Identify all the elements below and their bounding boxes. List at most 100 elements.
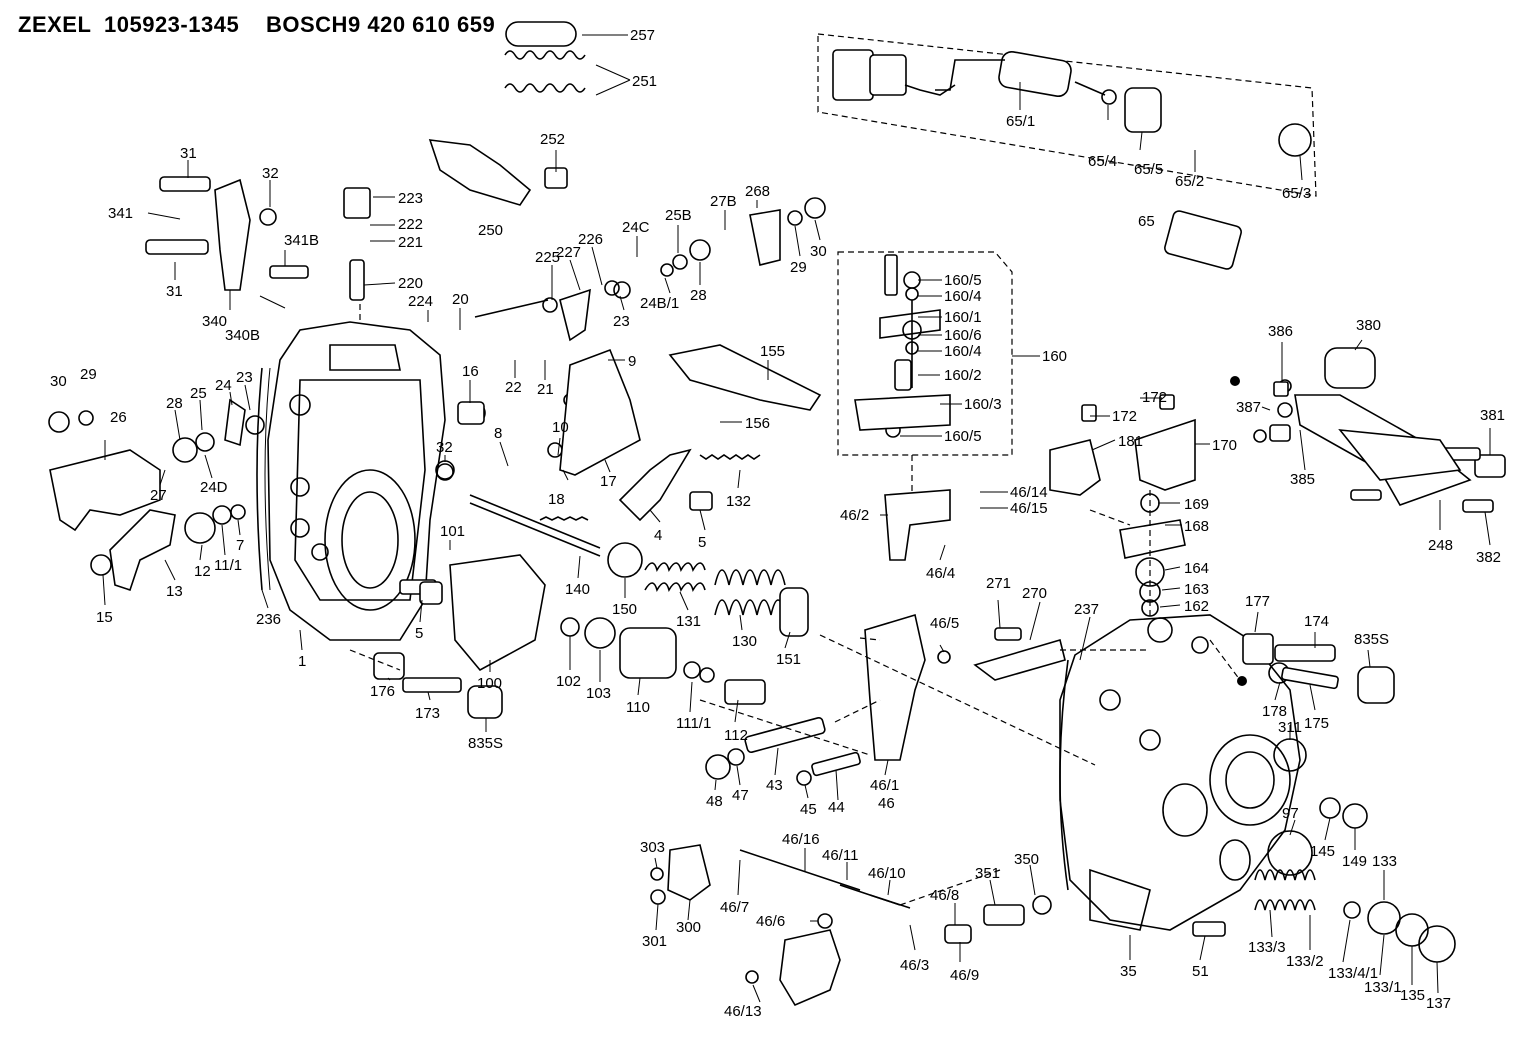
label-177: 177 [1245, 593, 1270, 610]
label-145: 145 [1310, 843, 1335, 860]
label-51: 51 [1192, 963, 1209, 980]
label-135: 135 [1400, 987, 1425, 1004]
label-131: 131 [676, 613, 701, 630]
label-46-15: 46/15 [1010, 500, 1048, 517]
label-248: 248 [1428, 537, 1453, 554]
label-7: 7 [236, 537, 244, 554]
label-65-1: 65/1 [1006, 113, 1035, 130]
label-46-6: 46/6 [756, 913, 785, 930]
label-111-1: 111/1 [676, 715, 711, 732]
label-1: 1 [298, 653, 306, 670]
label-8: 8 [494, 425, 502, 442]
label-25b: 25B [665, 207, 692, 224]
label-23: 23 [613, 313, 630, 330]
label-341b: 341B [284, 232, 319, 249]
label-132: 132 [726, 493, 751, 510]
label-227: 227 [556, 244, 581, 261]
label-226: 226 [578, 231, 603, 248]
spring-251 [504, 50, 586, 93]
label-133-1: 133/1 [1364, 979, 1402, 996]
leader-lines [102, 34, 1491, 1003]
label-300: 300 [676, 919, 701, 936]
label-385: 385 [1290, 471, 1315, 488]
label-133: 133 [1372, 853, 1397, 870]
label-31: 31 [180, 145, 197, 162]
label-181: 181 [1118, 433, 1143, 450]
label-160-5: 160/5 [944, 428, 982, 445]
label-133-4-1: 133/4/1 [1328, 965, 1378, 982]
label-27b: 27B [710, 193, 737, 210]
label-103: 103 [586, 685, 611, 702]
label-150: 150 [612, 601, 637, 618]
solenoid-assembly-box [817, 33, 1317, 197]
label-32: 32 [436, 439, 453, 456]
label-156: 156 [745, 415, 770, 432]
label-46-8: 46/8 [930, 887, 959, 904]
label-46-1: 46/1 [870, 777, 899, 794]
label-22: 22 [505, 379, 522, 396]
label-4: 4 [654, 527, 662, 544]
label-112: 112 [724, 727, 748, 744]
label-351: 351 [975, 865, 1000, 882]
label-13: 13 [166, 583, 183, 600]
label-28: 28 [690, 287, 707, 304]
label-46-11: 46/11 [822, 847, 858, 864]
label-137: 137 [1426, 995, 1451, 1012]
label-46: 46 [878, 795, 895, 812]
reference-dot [1237, 676, 1247, 686]
label-341: 341 [108, 205, 133, 222]
label-380: 380 [1356, 317, 1381, 334]
bolts-and-sleeves [145, 49, 1506, 944]
label-835s: 835S [1354, 631, 1389, 648]
label-46-4: 46/4 [926, 565, 955, 582]
sleeve-257 [505, 21, 577, 47]
label-11-1: 11/1 [214, 557, 242, 574]
label-387: 387 [1236, 399, 1261, 416]
rod-20 [474, 299, 549, 318]
label-149: 149 [1342, 853, 1367, 870]
label-10: 10 [552, 419, 569, 436]
label-35: 35 [1120, 963, 1137, 980]
spring-130 [714, 569, 786, 616]
wire-harness [935, 59, 1005, 91]
label-46-14: 46/14 [1010, 484, 1048, 501]
label-32: 32 [262, 165, 279, 182]
label-270: 270 [1022, 585, 1047, 602]
label-163: 163 [1184, 581, 1209, 598]
label-20: 20 [452, 291, 469, 308]
label-46-16: 46/16 [782, 831, 820, 848]
part-labels: 257 251 252 250 223 222 221 220 31 32 34… [50, 27, 1505, 1020]
spring-133 [1254, 869, 1316, 881]
governor-assembly-box [837, 251, 1013, 456]
distributor-housing [1059, 614, 1301, 931]
label-65-3: 65/3 [1282, 185, 1311, 202]
label-47: 47 [732, 787, 749, 804]
label-160-5: 160/5 [944, 272, 982, 289]
label-311: 311 [1278, 719, 1302, 736]
levers-and-brackets [49, 139, 1472, 1007]
label-174: 174 [1304, 613, 1329, 630]
label-25: 25 [190, 385, 207, 402]
label-257: 257 [630, 27, 655, 44]
label-178: 178 [1262, 703, 1287, 720]
brand-bosch: BOSCH [266, 12, 348, 37]
assembly-guide-lines [349, 300, 1241, 906]
label-248-1: 24B/1 [640, 295, 679, 312]
zexel-part-number: 105923-1345 [104, 12, 240, 37]
label-160-4: 160/4 [944, 343, 982, 360]
label-9: 9 [628, 353, 636, 370]
label-223: 223 [398, 190, 423, 207]
drive-shaft [469, 494, 601, 549]
label-251: 251 [632, 73, 657, 90]
label-65: 65 [1138, 213, 1155, 230]
label-45: 45 [800, 801, 817, 818]
label-835s: 835S [468, 735, 503, 752]
label-160-2: 160/2 [944, 367, 982, 384]
label-164: 164 [1184, 560, 1209, 577]
label-176: 176 [370, 683, 395, 700]
gasket-236 [256, 367, 263, 591]
label-252: 252 [540, 131, 565, 148]
label-225: 225 [535, 249, 560, 266]
label-97: 97 [1282, 805, 1299, 822]
